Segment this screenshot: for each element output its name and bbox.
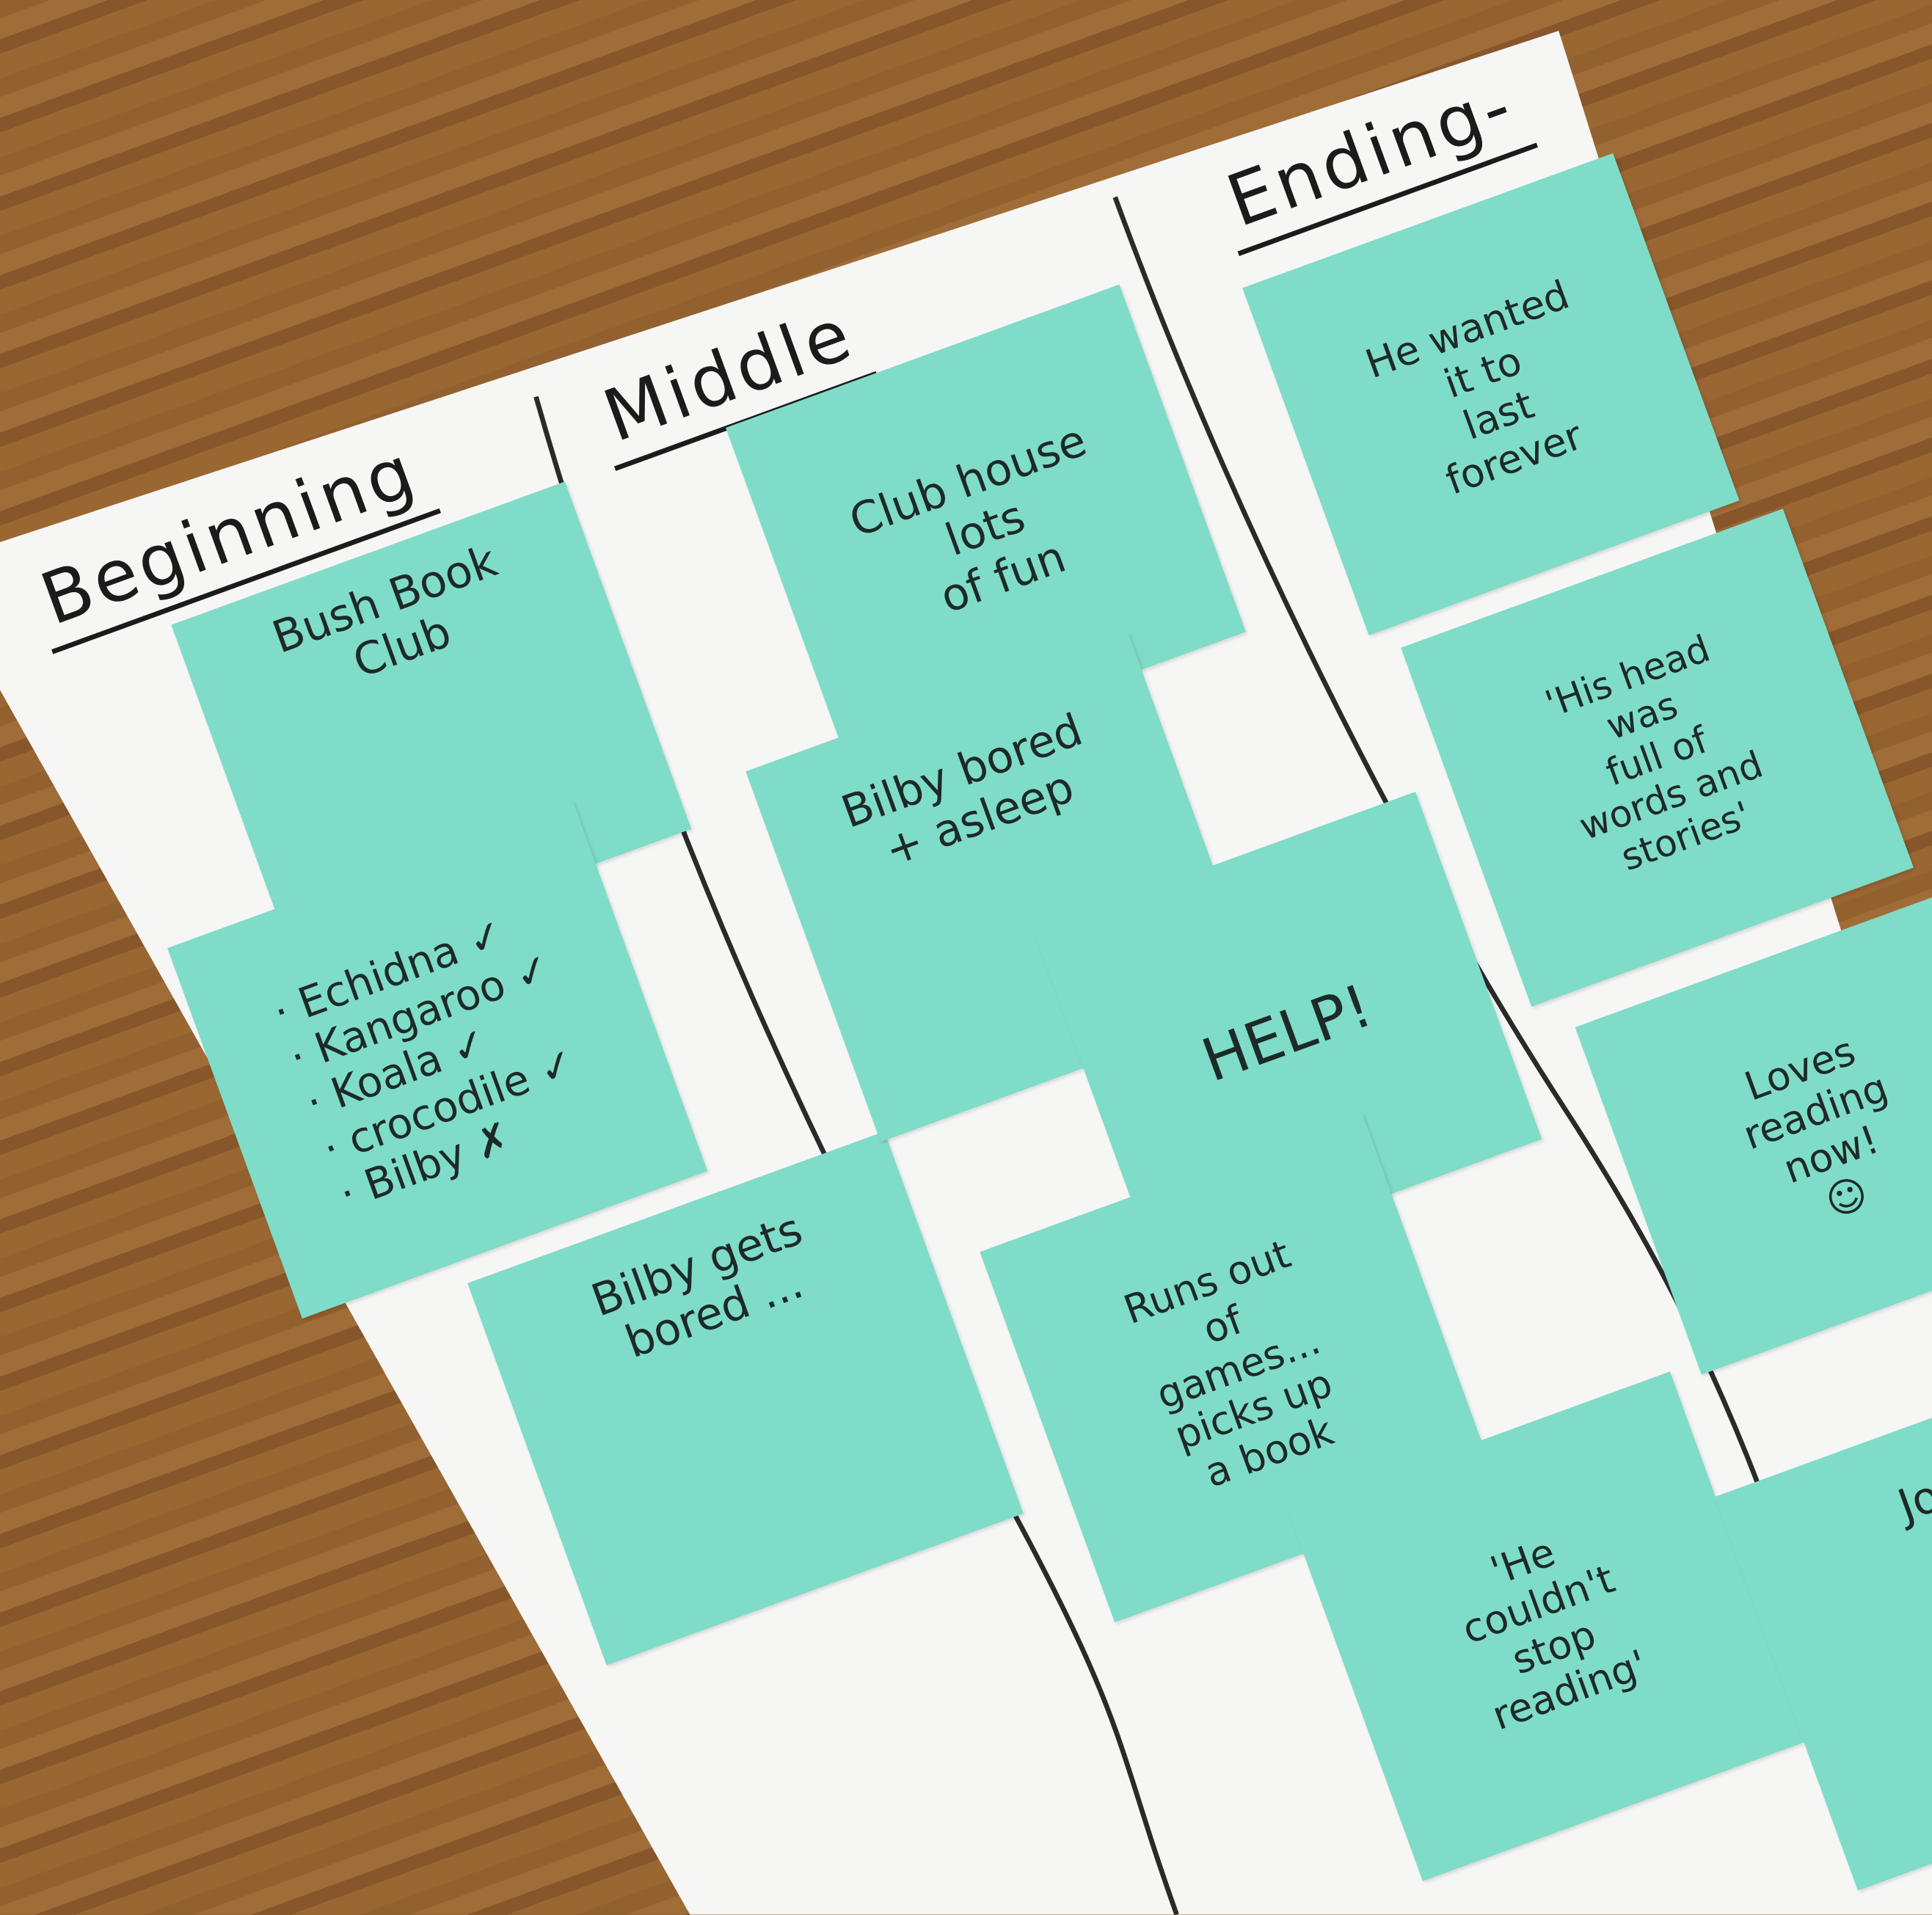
- photo: Beginning Middle Ending- Bush Book Club …: [0, 0, 1932, 1915]
